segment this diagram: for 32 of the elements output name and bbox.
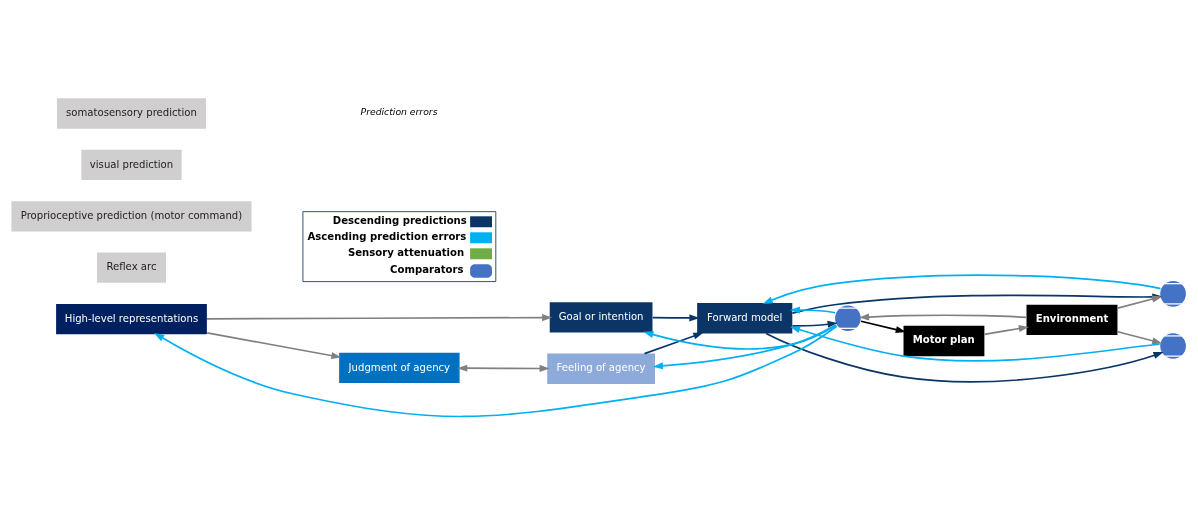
arrow [651, 313, 700, 321]
arrow [765, 332, 1164, 383]
arrow [206, 331, 342, 359]
node-box: Proprioceptive prediction (motor command) [11, 200, 252, 231]
arrow [791, 320, 838, 328]
arrow [206, 313, 553, 321]
node-box: Reflex arc [96, 252, 167, 283]
node-box: Forward model [697, 302, 793, 333]
arrow [154, 324, 838, 417]
legend-label: Ascending prediction errors [307, 230, 467, 242]
node-box: Motor plan [903, 325, 985, 356]
node-box: Feeling of agency [547, 353, 655, 384]
legend-label: Comparators [390, 263, 464, 275]
legend-label: Descending predictions [332, 214, 467, 226]
label: Prediction errors [360, 105, 438, 117]
arrow [643, 323, 838, 350]
arrow [860, 319, 906, 333]
node-box: Goal or intention [549, 301, 653, 333]
arrow [859, 313, 1028, 321]
node-box: visual prediction [81, 149, 182, 180]
node-box: somatosensory prediction [56, 97, 207, 129]
arrow [457, 364, 550, 372]
arrow [1116, 295, 1163, 309]
arrow [1116, 330, 1163, 344]
arrow [789, 306, 836, 314]
node-box: High-level representations [56, 303, 207, 334]
node-box: Environment [1026, 304, 1118, 335]
arrow [643, 332, 704, 354]
arrow [652, 323, 837, 369]
legend-label: Sensory attenuation [347, 246, 465, 258]
node-box: Judgment of agency [339, 352, 460, 383]
arrow [983, 324, 1029, 335]
